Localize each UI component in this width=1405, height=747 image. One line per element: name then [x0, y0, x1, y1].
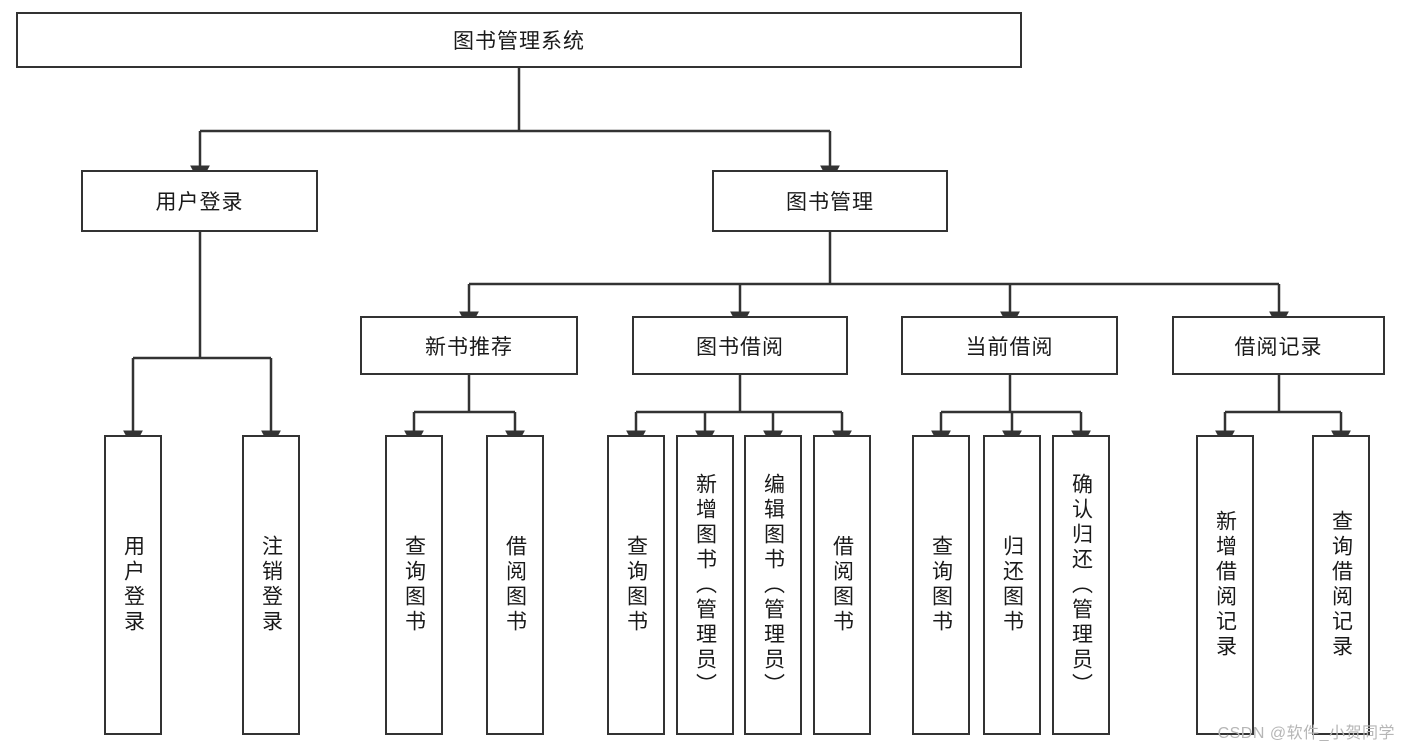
node-label: 图书借阅: [696, 335, 784, 359]
node-label: 用户登录: [121, 535, 145, 635]
node-userlogin[interactable]: 用户登录: [104, 435, 162, 735]
node-cu-return[interactable]: 归还图书: [983, 435, 1041, 735]
node-root[interactable]: 图书管理系统: [16, 12, 1022, 68]
node-label: 借阅记录: [1234, 335, 1323, 359]
node-label: 确认归还（管理员）: [1069, 472, 1093, 698]
node-records[interactable]: 借阅记录: [1172, 316, 1385, 375]
node-logout[interactable]: 注销登录: [242, 435, 300, 735]
node-nb-query[interactable]: 查询图书: [385, 435, 443, 735]
node-label: 编辑图书（管理员）: [761, 472, 785, 698]
node-borrow[interactable]: 图书借阅: [632, 316, 848, 375]
node-label: 当前借阅: [965, 335, 1054, 359]
node-cu-query[interactable]: 查询图书: [912, 435, 970, 735]
node-label: 注销登录: [259, 535, 283, 635]
node-label: 图书管理系统: [453, 30, 585, 53]
node-label: 用户登录: [155, 191, 244, 214]
node-bo-borrow[interactable]: 借阅图书: [813, 435, 871, 735]
node-label: 新增图书（管理员）: [693, 472, 717, 698]
node-bo-add[interactable]: 新增图书（管理员）: [676, 435, 734, 735]
node-label: 查询借阅记录: [1329, 510, 1353, 660]
node-label: 图书管理: [786, 191, 874, 214]
node-label: 借阅图书: [503, 535, 527, 635]
node-label: 归还图书: [1000, 535, 1024, 635]
node-bo-edit[interactable]: 编辑图书（管理员）: [744, 435, 802, 735]
node-label: 新增借阅记录: [1213, 510, 1237, 660]
csdn-watermark: CSDN @软件_小贺同学: [1217, 725, 1395, 742]
node-bo-query[interactable]: 查询图书: [607, 435, 665, 735]
node-cu-confirm[interactable]: 确认归还（管理员）: [1052, 435, 1110, 735]
node-re-query[interactable]: 查询借阅记录: [1312, 435, 1370, 735]
node-label: 借阅图书: [830, 535, 854, 635]
node-label: 查询图书: [402, 535, 426, 635]
node-bookmgmt[interactable]: 图书管理: [712, 170, 948, 232]
node-nb-borrow[interactable]: 借阅图书: [486, 435, 544, 735]
node-label: 查询图书: [929, 535, 953, 635]
node-newbook[interactable]: 新书推荐: [360, 316, 578, 375]
node-label: 新书推荐: [425, 335, 513, 359]
node-re-add[interactable]: 新增借阅记录: [1196, 435, 1254, 735]
node-login[interactable]: 用户登录: [81, 170, 318, 232]
node-current[interactable]: 当前借阅: [901, 316, 1118, 375]
node-label: 查询图书: [624, 535, 648, 635]
